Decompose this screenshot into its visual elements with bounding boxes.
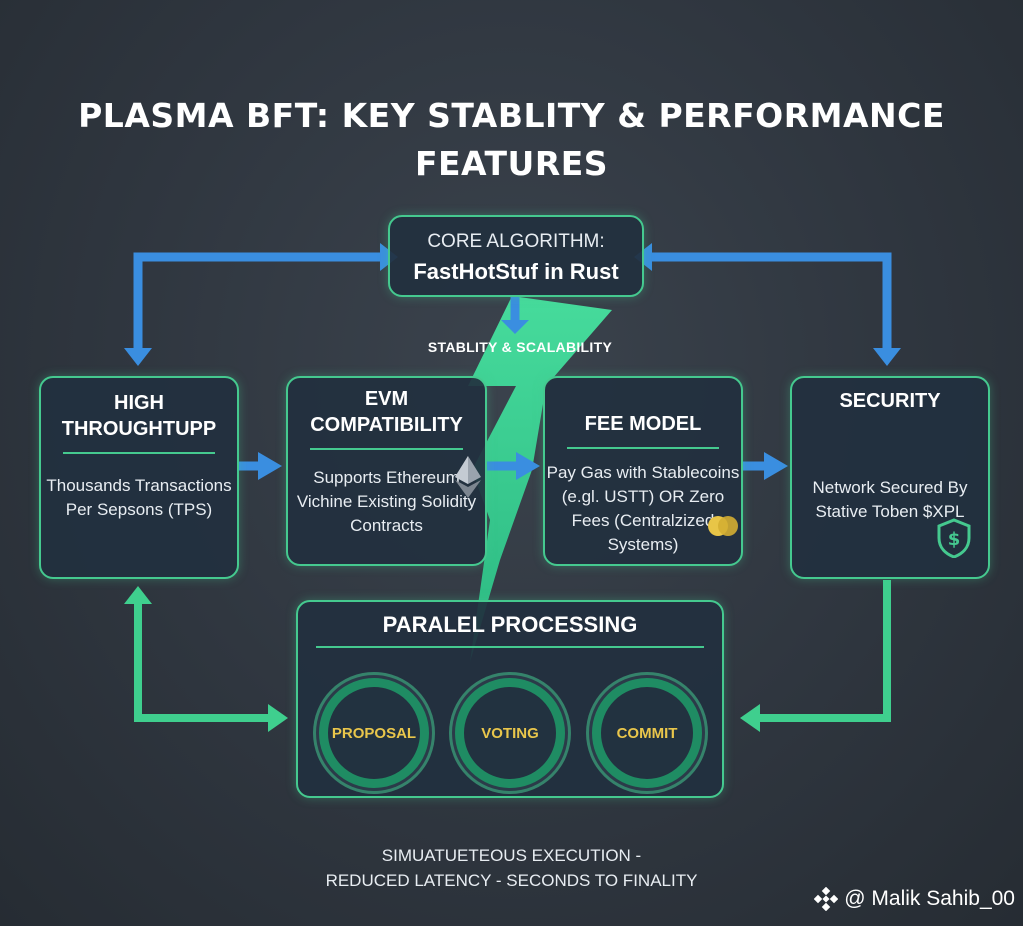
- security-box: SECURITY Network Secured By Stative Tobe…: [790, 376, 990, 579]
- evm-body: Supports Ethereum Vichine Existing Solid…: [296, 468, 477, 535]
- core-value: FastHotStuf in Rust: [413, 259, 619, 284]
- high-throughput-box: HIGH THROUGHTUPP Thousands Transactions …: [39, 376, 239, 579]
- footer-line1: SIMUATUETEOUS EXECUTION -: [381, 846, 642, 865]
- divider: [316, 646, 704, 648]
- stage-label: COMMIT: [616, 724, 678, 742]
- coins-icon: [708, 516, 738, 536]
- divider: [567, 447, 719, 449]
- stage-label: VOTING: [481, 724, 539, 742]
- page-title-line2: FEATURES: [414, 144, 609, 183]
- evm-compatibility-box: EVM COMPATIBILITY Supports Ethereum Vich…: [286, 376, 487, 566]
- page-title-line1: PLASMA BFT: KEY STABLITY & PERFORMANCE: [78, 96, 945, 135]
- fee-model-box: FEE MODEL Pay Gas with Stablecoins (e.gl…: [543, 376, 743, 566]
- stage-label: PROPOSAL: [331, 724, 417, 742]
- footer-line2: REDUCED LATENCY - SECONDS TO FINALITY: [325, 871, 698, 890]
- dollar-shield-icon: $: [937, 518, 971, 558]
- throughput-body: Thousands Transactions Per Sepsons (TPS): [46, 476, 232, 519]
- watermark-text: @ Malik Sahib_00: [844, 887, 1015, 910]
- security-body: Network Secured By Stative Toben $XPL: [812, 478, 968, 521]
- security-title: SECURITY: [839, 390, 941, 412]
- ethereum-icon: [455, 456, 481, 498]
- watermark: @ Malik Sahib_00: [814, 887, 1015, 911]
- throughput-title: HIGH THROUGHTUPP: [61, 392, 217, 440]
- core-label: CORE ALGORITHM:: [427, 231, 605, 252]
- stage-commit: COMMIT: [592, 678, 702, 788]
- stage-proposal: PROPOSAL: [319, 678, 429, 788]
- binance-logo-icon: [814, 887, 839, 911]
- arrow-core-to-security: [652, 252, 892, 352]
- lightning-bolt-icon: [468, 296, 612, 662]
- core-algorithm-box: CORE ALGORITHM: FastHotStuf in Rust: [388, 215, 644, 297]
- stability-label: STABLITY & SCALABILITY: [427, 339, 613, 355]
- parallel-title: PARALEL PROCESSING: [382, 612, 638, 637]
- fee-title: FEE MODEL: [584, 413, 702, 435]
- arrow-parallel-to-high: [134, 600, 272, 722]
- stage-voting: VOTING: [455, 678, 565, 788]
- svg-text:$: $: [948, 529, 961, 550]
- arrow-security-to-parallel: [756, 580, 891, 722]
- divider: [310, 448, 463, 450]
- divider: [63, 452, 215, 454]
- arrow-core-to-high: [133, 252, 380, 352]
- evm-title: EVM COMPATIBILITY: [310, 388, 463, 436]
- fee-body: Pay Gas with Stablecoins (e.gl. USTT) OR…: [546, 463, 740, 554]
